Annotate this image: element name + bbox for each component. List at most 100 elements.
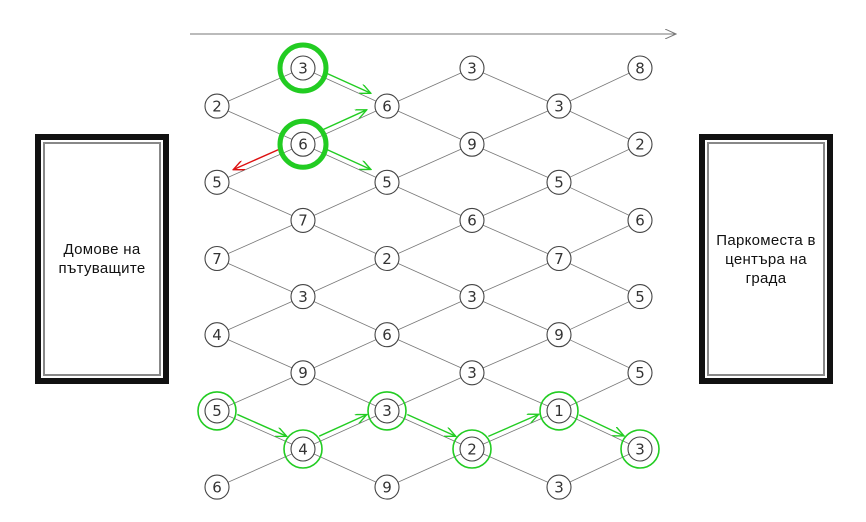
lattice-node: 6 [277,118,329,170]
node-value: 9 [467,136,477,154]
lattice-node: 9 [374,474,400,500]
lattice-edge [558,67,641,107]
lattice-edge [471,105,560,145]
lattice-edge [558,372,641,412]
node-circle [204,93,230,119]
path-arrow-green [488,414,538,438]
lattice-edge [558,258,641,297]
node-value: 3 [382,402,392,420]
lattice-edge [216,372,304,412]
lattice-edge [216,143,304,183]
lattice-node: 3 [459,360,485,386]
node-value: 8 [635,59,645,77]
lattice-edge [386,296,473,336]
lattice-edge [471,220,560,259]
node-value: 3 [298,288,308,306]
lattice-node: 4 [204,322,230,348]
node-circle [290,55,316,81]
highlight-ring [539,391,579,431]
lattice-node: 2 [204,93,230,119]
node-circle [204,398,230,424]
path-arrow-green [578,414,624,436]
lattice-node: 5 [204,169,230,195]
node-circle [290,436,316,462]
node-value: 3 [554,97,564,115]
node-value: 2 [212,97,222,115]
lattice-edge [471,372,560,412]
highlight-ring [277,42,329,94]
node-circle [546,169,572,195]
lattice-edge [386,105,473,145]
node-value: 3 [554,478,564,496]
lattice-node: 2 [452,429,492,469]
lattice-edges [216,67,641,488]
lattice-edge [302,105,388,145]
node-value: 4 [212,326,222,344]
lattice-edge [216,67,304,107]
node-value: 6 [382,97,392,115]
node-circle [546,398,572,424]
node-value: 6 [382,326,392,344]
node-value: 2 [382,250,392,268]
city-parking-box: Паркоместа в центъра на града [699,134,833,384]
path-arrow-red [233,147,283,170]
node-circle [374,245,400,272]
lattice-edge [558,296,641,336]
node-value: 2 [467,440,477,458]
lattice-edge [386,372,473,412]
lattice-node: 5 [627,284,653,310]
lattice-edge [302,220,388,259]
lattice-edge [386,143,473,183]
path-arrow-green [318,415,367,437]
node-circle [546,93,572,119]
lattice-edge [386,181,473,221]
lattice-edge [302,372,388,412]
highlight-ring [452,429,492,469]
lattice-node: 8 [627,55,653,81]
lattice-node: 7 [204,245,230,272]
node-value: 3 [635,440,645,458]
node-value: 5 [635,364,645,382]
node-value: 5 [212,174,222,192]
lattice-node: 7 [290,207,316,233]
node-circle [546,322,572,348]
lattice-edge [386,220,473,259]
lattice-node: 5 [197,391,237,431]
node-value: 1 [554,402,564,420]
node-circle [374,93,400,119]
lattice-edge [471,258,560,297]
node-circle [204,169,230,195]
lattice-edge [216,220,304,259]
lattice-edge [302,67,388,107]
lattice-edge [471,410,560,450]
node-circle [546,245,572,272]
node-circle [627,436,653,462]
highlight-ring [277,118,329,170]
node-value: 9 [382,478,392,496]
lattice-edge [558,220,641,259]
lattice-node: 6 [627,207,653,233]
lattice-edge [386,67,473,107]
lattice-node: 3 [277,42,329,94]
node-value: 6 [212,478,222,496]
node-circle [627,360,653,386]
node-circle [627,131,653,157]
lattice-node: 7 [546,245,572,272]
highlight-ring [367,391,407,431]
node-value: 5 [635,288,645,306]
lattice-edge [386,334,473,374]
node-circle [374,169,400,195]
path-arrow-green [237,413,286,436]
highlight-ring [197,391,237,431]
lattice-node: 3 [459,55,485,81]
lattice-node: 9 [546,322,572,348]
lattice-node: 3 [546,474,572,500]
node-circle [459,360,485,386]
lattice-node: 6 [374,322,400,348]
lattice-edge [216,410,304,450]
lattice-edge [302,410,388,450]
lattice-node: 2 [627,131,653,157]
node-circle [627,207,653,233]
path-arrows [233,71,624,438]
